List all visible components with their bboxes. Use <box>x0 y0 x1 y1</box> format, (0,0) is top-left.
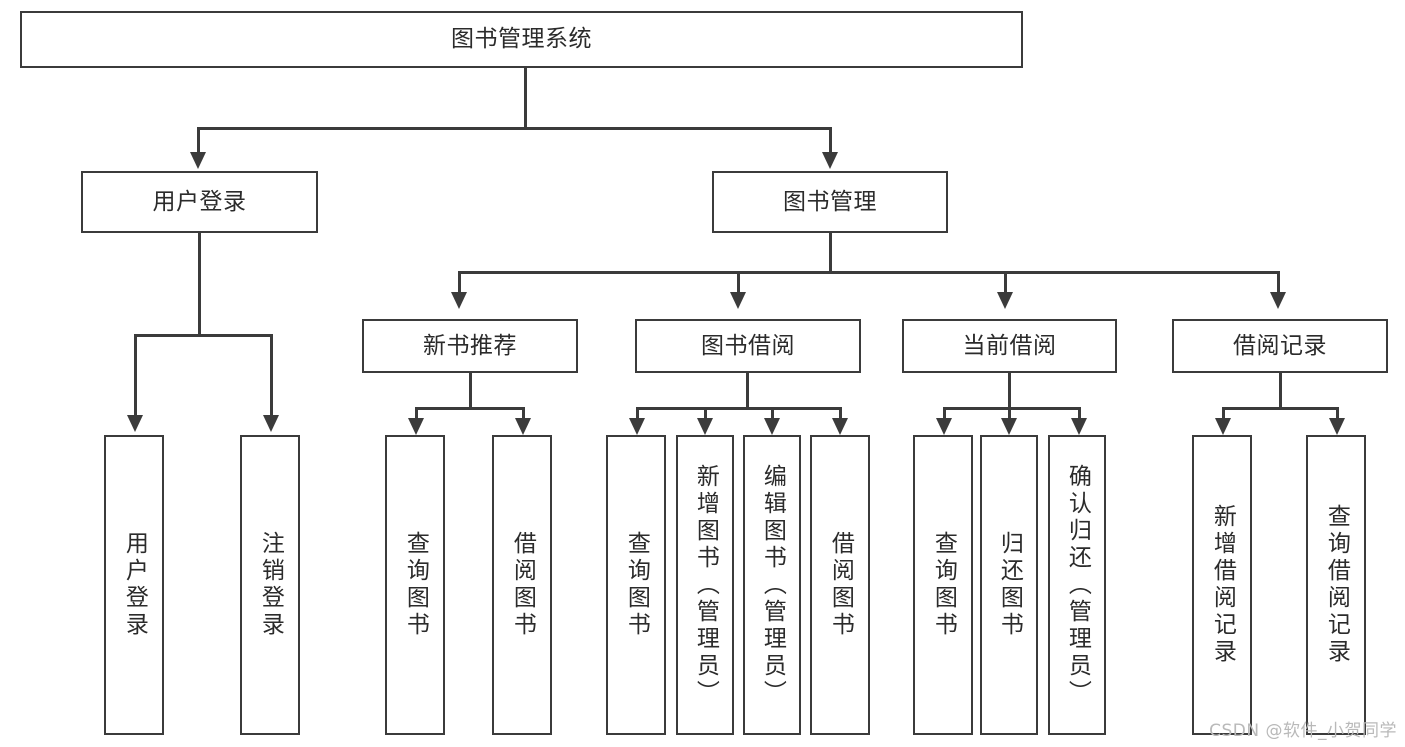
connector-to-leaf-query-book-1 <box>415 407 418 421</box>
leaf-add-record-label: 新增借阅记录 <box>1209 504 1236 666</box>
leaf-borrow-book-2-label: 借阅图书 <box>827 531 854 639</box>
connector-new-book-rec-bar <box>415 407 525 410</box>
connector-borrow-record-bar <box>1222 407 1339 410</box>
arrowhead-to-leaf-query-book-1 <box>408 418 424 435</box>
node-book-mgmt[interactable]: 图书管理 <box>712 171 948 233</box>
node-user-login[interactable]: 用户登录 <box>81 171 318 233</box>
connector-new-book-rec-stem <box>469 373 472 409</box>
leaf-confirm-return[interactable]: 确认归还（管理员） <box>1048 435 1106 735</box>
leaf-confirm-return-label: 确认归还（管理员） <box>1064 463 1091 707</box>
leaf-query-book-1-label: 查询图书 <box>402 531 429 639</box>
node-book-borrow[interactable]: 图书借阅 <box>635 319 861 373</box>
connector-borrow-record-stem <box>1279 373 1282 409</box>
arrowhead-to-leaf-query-book-3 <box>936 418 952 435</box>
connector-to-leaf-edit-book <box>771 407 774 421</box>
connector-to-leaf-query-record <box>1336 407 1339 421</box>
node-borrow-record[interactable]: 借阅记录 <box>1172 319 1388 373</box>
connector-to-book-borrow <box>737 271 740 296</box>
leaf-query-record-label: 查询借阅记录 <box>1323 504 1350 666</box>
leaf-borrow-book-1-label: 借阅图书 <box>509 531 536 639</box>
connector-to-user-login <box>197 127 200 156</box>
connector-to-leaf-logout <box>270 334 273 419</box>
arrowhead-to-leaf-return-book <box>1001 418 1017 435</box>
arrowhead-to-leaf-borrow-book-2 <box>832 418 848 435</box>
node-root-label: 图书管理系统 <box>451 26 592 53</box>
connector-to-leaf-confirm-return <box>1078 407 1081 421</box>
node-new-book-rec-label: 新书推荐 <box>423 332 517 359</box>
arrowhead-to-new-book-rec <box>451 292 467 309</box>
leaf-query-record[interactable]: 查询借阅记录 <box>1306 435 1366 735</box>
leaf-edit-book[interactable]: 编辑图书（管理员） <box>743 435 801 735</box>
connector-current-borrow-stem <box>1008 373 1011 409</box>
arrowhead-to-user-login <box>190 152 206 169</box>
leaf-add-book[interactable]: 新增图书（管理员） <box>676 435 734 735</box>
arrowhead-to-leaf-confirm-return <box>1071 418 1087 435</box>
arrowhead-to-leaf-logout <box>263 415 279 432</box>
connector-to-book-mgmt <box>829 127 832 156</box>
connector-to-new-book-rec <box>458 271 461 296</box>
leaf-query-book-1[interactable]: 查询图书 <box>385 435 445 735</box>
leaf-edit-book-label: 编辑图书（管理员） <box>759 463 786 707</box>
arrowhead-to-leaf-edit-book <box>764 418 780 435</box>
connector-to-current-borrow <box>1004 271 1007 296</box>
leaf-logout[interactable]: 注销登录 <box>240 435 300 735</box>
connector-level3-bar <box>458 271 1280 274</box>
leaf-user-login[interactable]: 用户登录 <box>104 435 164 735</box>
leaf-user-login-label: 用户登录 <box>121 531 148 639</box>
leaf-borrow-book-2[interactable]: 借阅图书 <box>810 435 870 735</box>
arrowhead-to-leaf-add-record <box>1215 418 1231 435</box>
connector-to-leaf-add-book <box>704 407 707 421</box>
leaf-query-book-3-label: 查询图书 <box>930 531 957 639</box>
arrowhead-to-leaf-query-record <box>1329 418 1345 435</box>
leaf-logout-label: 注销登录 <box>257 531 284 639</box>
connector-to-leaf-user-login <box>134 334 137 419</box>
arrowhead-to-current-borrow <box>997 292 1013 309</box>
connector-to-leaf-borrow-book-2 <box>839 407 842 421</box>
connector-book-borrow-bar <box>636 407 841 410</box>
connector-to-leaf-query-book-3 <box>943 407 946 421</box>
connector-to-leaf-return-book <box>1008 407 1011 421</box>
node-borrow-record-label: 借阅记录 <box>1233 332 1327 359</box>
node-root[interactable]: 图书管理系统 <box>20 11 1023 68</box>
node-book-mgmt-label: 图书管理 <box>783 188 877 215</box>
connector-current-borrow-bar <box>943 407 1081 410</box>
connector-to-borrow-record <box>1277 271 1280 296</box>
connector-user-login-stem <box>198 233 201 336</box>
leaf-add-record[interactable]: 新增借阅记录 <box>1192 435 1252 735</box>
arrowhead-to-leaf-add-book <box>697 418 713 435</box>
connector-book-borrow-stem <box>746 373 749 409</box>
connector-to-leaf-add-record <box>1222 407 1225 421</box>
connector-level1-bar <box>197 127 832 130</box>
node-current-borrow[interactable]: 当前借阅 <box>902 319 1117 373</box>
connector-user-login-bar <box>134 334 272 337</box>
connector-to-leaf-query-book-2 <box>636 407 639 421</box>
leaf-query-book-3[interactable]: 查询图书 <box>913 435 973 735</box>
arrowhead-to-borrow-record <box>1270 292 1286 309</box>
arrowhead-to-book-mgmt <box>822 152 838 169</box>
connector-book-mgmt-stem <box>829 233 832 273</box>
node-current-borrow-label: 当前借阅 <box>962 332 1057 359</box>
leaf-query-book-2[interactable]: 查询图书 <box>606 435 666 735</box>
leaf-query-book-2-label: 查询图书 <box>623 531 650 639</box>
arrowhead-to-leaf-borrow-book-1 <box>515 418 531 435</box>
leaf-return-book-label: 归还图书 <box>996 531 1023 639</box>
connector-to-leaf-borrow-book-1 <box>522 407 525 421</box>
node-book-borrow-label: 图书借阅 <box>701 332 795 359</box>
connector-root-stem <box>524 68 527 128</box>
leaf-return-book[interactable]: 归还图书 <box>980 435 1038 735</box>
arrowhead-to-book-borrow <box>730 292 746 309</box>
node-new-book-rec[interactable]: 新书推荐 <box>362 319 578 373</box>
arrowhead-to-leaf-query-book-2 <box>629 418 645 435</box>
arrowhead-to-leaf-user-login <box>127 415 143 432</box>
leaf-add-book-label: 新增图书（管理员） <box>692 463 719 707</box>
leaf-borrow-book-1[interactable]: 借阅图书 <box>492 435 552 735</box>
node-user-login-label: 用户登录 <box>152 188 247 215</box>
